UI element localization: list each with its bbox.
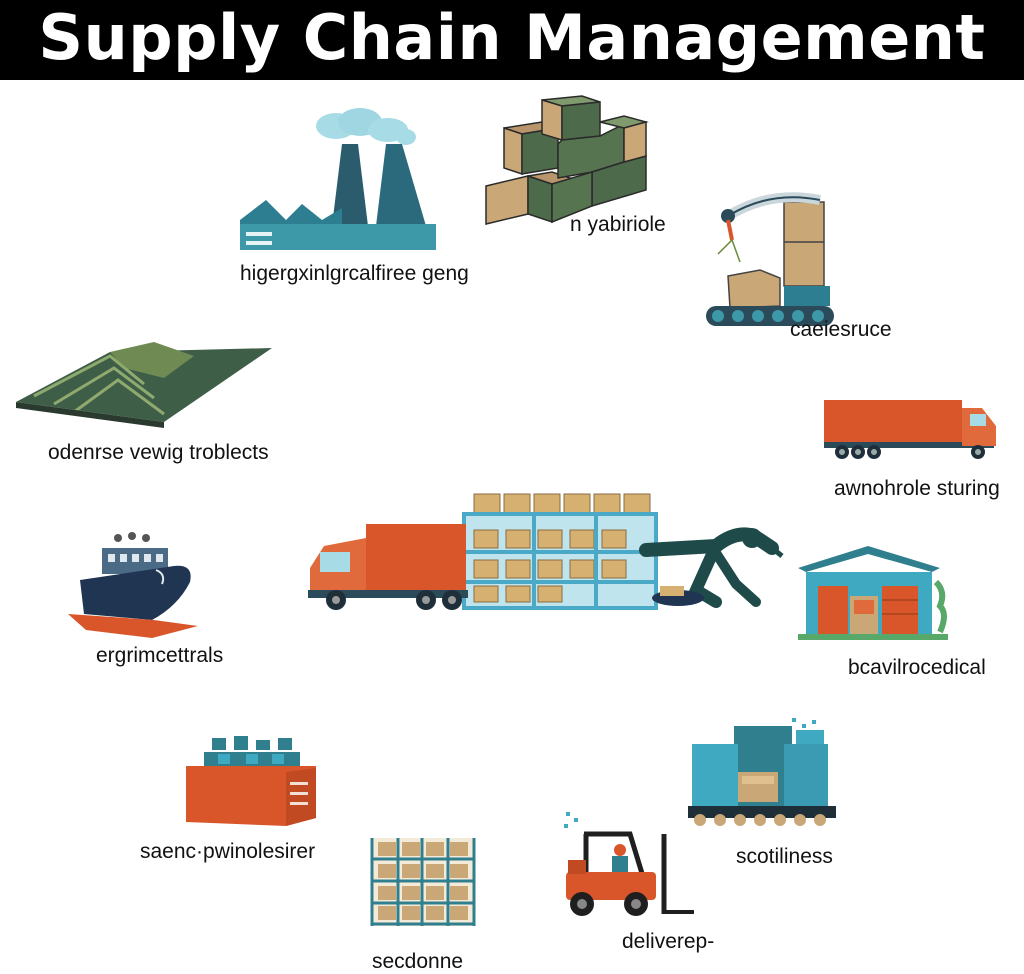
node-label-factory: higergxinlgrcalfiree geng [240, 262, 469, 285]
terrain-map-icon [16, 342, 272, 428]
delivery-truck-icon [824, 400, 996, 459]
node-label-robot-conveyor: caeiesruce [790, 318, 892, 341]
node-label-ship: ergrimcettrals [96, 644, 224, 667]
node-label-warehouse: bcavilrocedical [848, 656, 986, 679]
node-label-forklift: deliverep- [622, 930, 715, 953]
node-label-crates: n yabiriole [570, 213, 666, 236]
node-label-conveyor-boxes: scotiliness [736, 845, 833, 868]
node-label-terrain: odenrse vewig troblects [48, 441, 269, 464]
cargo-ship-icon [68, 532, 198, 638]
factory-icon [240, 108, 436, 250]
page-title: Supply Chain Management [38, 1, 986, 74]
storage-rack-icon [370, 838, 476, 926]
node-label-shelving: secdonne [372, 950, 464, 973]
node-label-container: saenc·pwinolesirer [140, 840, 316, 863]
cargo-container-icon [186, 736, 316, 826]
forklift-icon [564, 812, 694, 916]
warehouse-icon [798, 546, 948, 640]
central-logistics-hub-icon [308, 493, 784, 610]
title-bar: Supply Chain Management [0, 0, 1024, 80]
stacked-crates-icon [485, 95, 649, 225]
conveyor-boxes-icon [688, 718, 836, 826]
robotic-conveyor-icon [706, 192, 834, 326]
node-label-truck: awnohrole sturing [834, 477, 1000, 500]
